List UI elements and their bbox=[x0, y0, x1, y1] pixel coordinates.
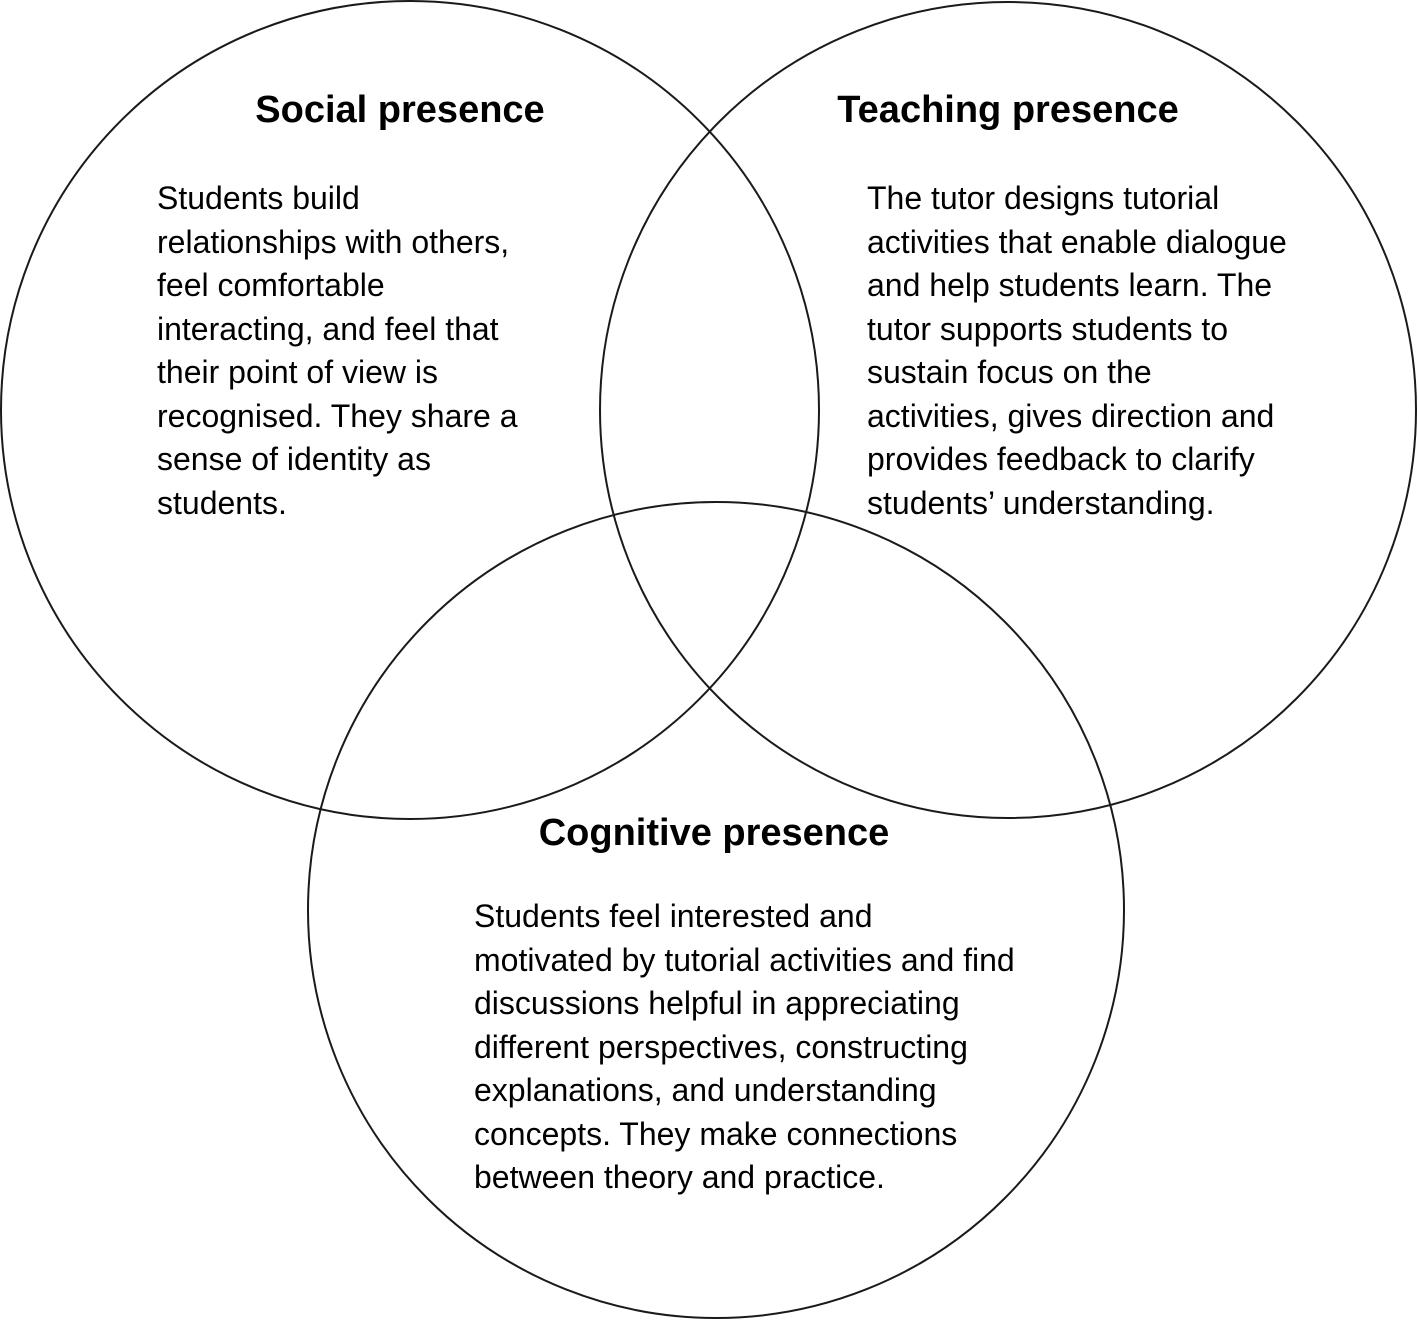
description-line: recognised. They share a bbox=[157, 397, 518, 434]
social-presence-title: Social presence bbox=[255, 89, 545, 131]
description-line: and help students learn. The bbox=[867, 267, 1273, 303]
description-line: sense of identity as bbox=[157, 441, 431, 477]
cognitive-presence-description: Students feel interested and motivated b… bbox=[474, 895, 1015, 1200]
description-line: between theory and practice. bbox=[474, 1159, 885, 1195]
description-line: feel comfortable bbox=[157, 267, 385, 303]
cognitive-presence-circle bbox=[307, 501, 1125, 1319]
cognitive-presence-title: Cognitive presence bbox=[538, 812, 890, 854]
description-line: sustain focus on the bbox=[867, 354, 1152, 390]
teaching-presence-description: The tutor designs tutorial activities th… bbox=[867, 177, 1287, 525]
description-line: different perspectives, constructing bbox=[474, 1028, 968, 1065]
description-line: their point of view is bbox=[157, 354, 439, 390]
social-presence-description: Students build relationships with others… bbox=[157, 177, 518, 525]
description-line: activities, gives direction and bbox=[867, 397, 1275, 434]
description-line: provides feedback to clarify bbox=[867, 441, 1255, 477]
description-line: relationships with others, bbox=[157, 223, 510, 260]
description-line: discussions helpful in appreciating bbox=[474, 985, 960, 1021]
description-line: explanations, and understanding bbox=[474, 1072, 937, 1108]
description-line: Students build bbox=[157, 180, 360, 216]
description-line: Students feel interested and bbox=[474, 898, 873, 934]
social-presence-circle bbox=[0, 0, 820, 820]
description-line: activities that enable dialogue bbox=[867, 223, 1287, 260]
description-line: tutor supports students to bbox=[867, 310, 1229, 347]
description-line: students’ understanding. bbox=[867, 484, 1215, 521]
description-line: interacting, and feel that bbox=[157, 310, 499, 347]
description-line: The tutor designs tutorial bbox=[867, 180, 1220, 216]
description-line: motivated by tutorial activities and fin… bbox=[474, 941, 1015, 978]
description-line: students. bbox=[157, 484, 287, 521]
teaching-presence-title: Teaching presence bbox=[837, 89, 1179, 131]
teaching-presence-circle bbox=[599, 1, 1417, 819]
description-line: concepts. They make connections bbox=[474, 1115, 958, 1152]
